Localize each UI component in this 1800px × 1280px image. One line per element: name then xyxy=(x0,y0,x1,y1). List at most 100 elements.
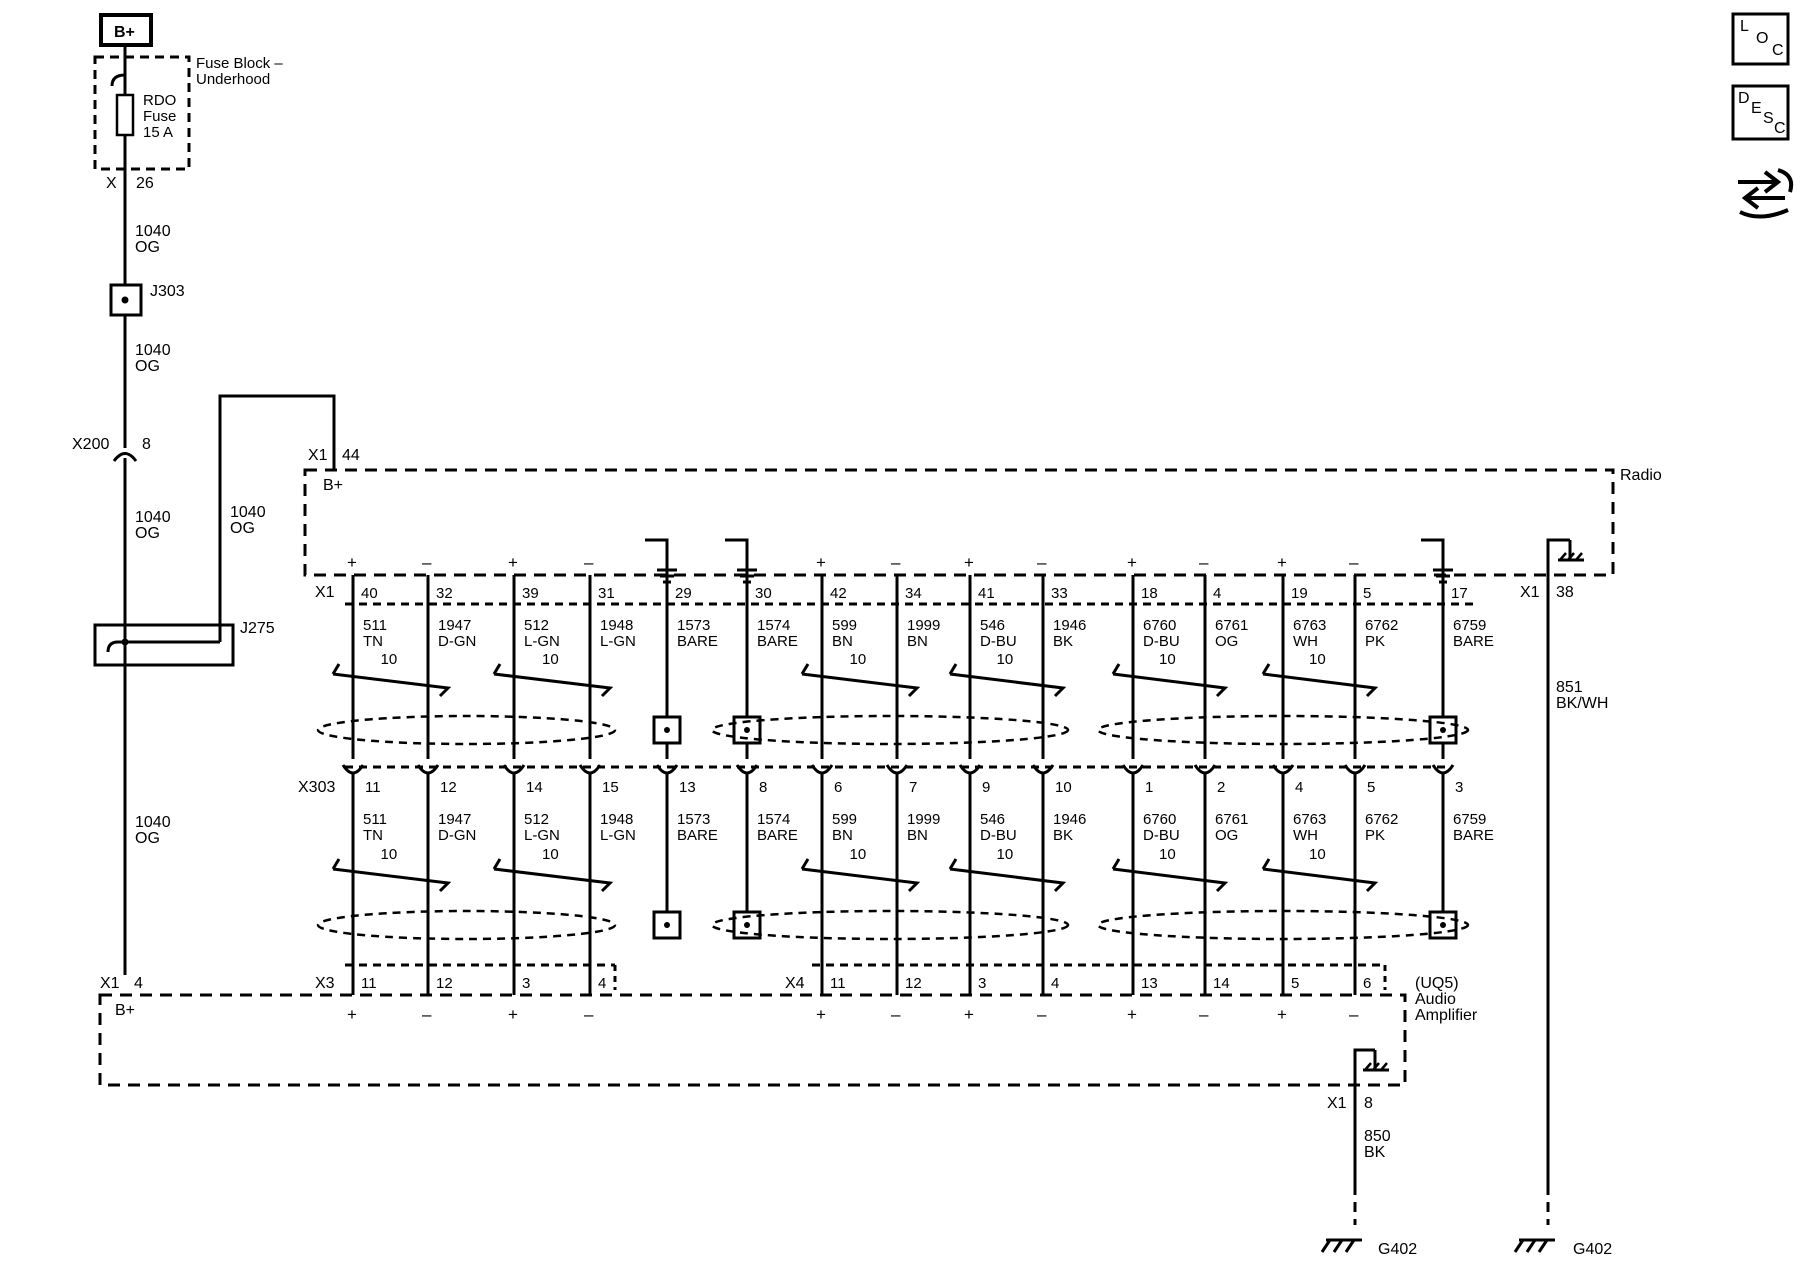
twist-label-2-0: 10 xyxy=(850,651,867,668)
navigation-arrows-icon[interactable] xyxy=(1738,168,1794,219)
shield-ellipse-0-1 xyxy=(316,909,617,941)
twist-hook-4-0 xyxy=(1111,663,1121,675)
color-upper-9: BK xyxy=(1053,633,1073,650)
color-upper-4: BARE xyxy=(677,633,718,650)
x303-pin-12: 4 xyxy=(1295,779,1303,796)
x303-pin-9: 10 xyxy=(1055,779,1072,796)
twist-hook-3-1 xyxy=(948,858,958,870)
circuit-upper-8: 546 xyxy=(980,617,1005,634)
desc-icon-box xyxy=(1731,84,1790,141)
drain-dot-4-0 xyxy=(664,727,670,733)
color-lower-12: WH xyxy=(1293,827,1318,844)
wire-color-4: OG xyxy=(230,520,255,537)
color-upper-2: L-GN xyxy=(524,633,560,650)
wire-circuit-2: 1040 xyxy=(135,342,171,359)
radio-polarity-2: + xyxy=(508,553,518,572)
color-lower-3: L-GN xyxy=(600,827,636,844)
amp-polarity-8: + xyxy=(964,1005,974,1024)
color-lower-13: PK xyxy=(1365,827,1385,844)
amp-polarity-12: + xyxy=(1277,1005,1287,1024)
splice-j303-label: J303 xyxy=(150,283,185,300)
color-upper-1: D-GN xyxy=(438,633,476,650)
twist-marker-0-0 xyxy=(332,672,452,698)
radio-ground-conn: X1 xyxy=(1520,584,1540,601)
g402-symbol-a-tick-0 xyxy=(1320,1239,1332,1253)
amp-ground-hash-0 xyxy=(1364,1062,1372,1071)
wire-color-3: OG xyxy=(135,525,160,542)
drain-dot-4-1 xyxy=(664,922,670,928)
amp-ground-wire xyxy=(1353,1048,1375,1185)
shield-ellipse-1-1 xyxy=(710,909,1070,941)
fuse-block-pin: 26 xyxy=(136,175,154,192)
loc-letter-o: O xyxy=(1756,30,1768,47)
twist-marker-3-1 xyxy=(949,867,1067,893)
twist-marker-5-1 xyxy=(1262,867,1379,893)
twist-marker-1-0 xyxy=(493,672,614,698)
radio-ground-pin: 38 xyxy=(1556,584,1574,601)
circuit-lower-12: 6763 xyxy=(1293,811,1326,828)
desc-icon[interactable]: D E S C xyxy=(1738,90,1786,137)
amp-polarity-0: + xyxy=(347,1005,357,1024)
amp-pin-12: 5 xyxy=(1291,975,1299,992)
fuse-block-title-2: Underhood xyxy=(196,71,270,88)
twist-marker-2-1 xyxy=(801,867,921,893)
shield-ellipse-1-0 xyxy=(710,714,1070,746)
radio-pin-40: 40 xyxy=(361,585,378,602)
color-lower-10: D-BU xyxy=(1143,827,1180,844)
color-lower-8: D-BU xyxy=(980,827,1017,844)
circuit-lower-3: 1948 xyxy=(600,811,633,828)
loc-icon[interactable]: L O C xyxy=(1740,18,1784,59)
color-upper-5: BARE xyxy=(757,633,798,650)
amp-pin-13: 6 xyxy=(1363,975,1371,992)
fuse-block-title-1: Fuse Block – xyxy=(196,55,283,72)
color-upper-10: D-BU xyxy=(1143,633,1180,650)
twist-hook-0-1 xyxy=(331,858,341,870)
g402-symbol-b-tick-2 xyxy=(1537,1239,1549,1253)
color-upper-13: PK xyxy=(1365,633,1385,650)
drain-dot-5-0 xyxy=(744,727,750,733)
radio-polarity-8: + xyxy=(964,553,974,572)
amp-pin-8: 3 xyxy=(978,975,986,992)
x303-pin-14: 3 xyxy=(1455,779,1463,796)
twist-label-0-0: 10 xyxy=(381,651,398,668)
g402-symbol-b-tick-0 xyxy=(1513,1239,1525,1253)
radio-polarity-11: – xyxy=(1199,553,1209,572)
amp-ground-color: BK xyxy=(1364,1144,1386,1161)
amp-pin-3: 4 xyxy=(598,975,606,992)
circuit-upper-1: 1947 xyxy=(438,617,471,634)
radio-pin-34: 34 xyxy=(905,585,922,602)
twist-hook-1-0 xyxy=(492,663,502,675)
amp-ground-hash-2 xyxy=(1380,1062,1388,1071)
twist-label-5-1: 10 xyxy=(1309,846,1326,863)
radio-polarity-6: + xyxy=(816,553,826,572)
radio-title: Radio xyxy=(1620,467,1662,484)
x303-pin-0: 11 xyxy=(365,779,381,796)
shield-ellipse-0-0 xyxy=(316,714,617,746)
amp-power-pin: 4 xyxy=(134,975,143,992)
ground-g402-a: G402 xyxy=(1378,1241,1417,1258)
twist-label-1-1: 10 xyxy=(542,846,559,863)
circuit-lower-11: 6761 xyxy=(1215,811,1248,828)
radio-pin-33: 33 xyxy=(1051,585,1068,602)
circuit-upper-13: 6762 xyxy=(1365,617,1398,634)
twist-hook-2-0 xyxy=(800,663,810,675)
color-upper-0: TN xyxy=(363,633,383,650)
twist-label-1-0: 10 xyxy=(542,651,559,668)
twist-marker-1-1 xyxy=(493,867,614,893)
radio-pin-39: 39 xyxy=(522,585,539,602)
circuit-lower-9: 1946 xyxy=(1053,811,1086,828)
amp-polarity-13: – xyxy=(1349,1005,1359,1024)
fuse-label-3: 15 A xyxy=(143,124,173,141)
desc-letter-d: D xyxy=(1738,90,1750,107)
circuit-lower-10: 6760 xyxy=(1143,811,1176,828)
amp-pin-11: 14 xyxy=(1213,975,1230,992)
radio-box xyxy=(303,468,1615,577)
color-lower-4: BARE xyxy=(677,827,718,844)
circuit-upper-10: 6760 xyxy=(1143,617,1176,634)
color-lower-5: BARE xyxy=(757,827,798,844)
loc-letter-c: C xyxy=(1772,42,1784,59)
radio-pin-29: 29 xyxy=(675,585,692,602)
radio-polarity-7: – xyxy=(891,553,901,572)
circuit-lower-8: 546 xyxy=(980,811,1005,828)
